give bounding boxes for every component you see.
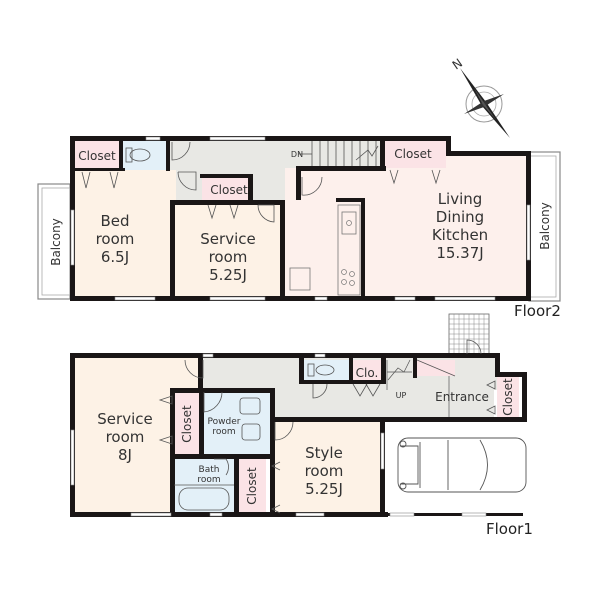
svg-text:room: room — [209, 248, 248, 266]
closet-service-label: Closet — [210, 183, 248, 197]
service-room-1f-label: Service — [97, 410, 152, 428]
svg-text:room: room — [106, 428, 145, 446]
style-room-label: Style — [305, 444, 343, 462]
floor1-label: Floor1 — [486, 520, 533, 538]
powder-room-label: Powder — [208, 417, 241, 427]
balcony-right-label: Balcony — [538, 202, 552, 250]
floor2-plan: Closet Closet Closet DN Bed room 6.5J Se… — [37, 136, 561, 320]
entrance-label: Entrance — [435, 390, 489, 404]
sink-1f-icon — [239, 397, 261, 415]
closet-stairs-label: Closet — [394, 147, 432, 161]
svg-text:room: room — [197, 475, 220, 485]
bath-room-fill — [174, 458, 236, 514]
bedroom-label: Bed — [100, 212, 129, 230]
floor2-label: Floor2 — [514, 302, 561, 320]
service-room-2f-label: Service — [200, 230, 255, 248]
floor1-plan: Service room 8J Closet Powder room Bath … — [70, 313, 533, 538]
svg-text:room: room — [212, 427, 235, 437]
closet-left-fill — [74, 140, 122, 170]
toilet-icon — [125, 147, 151, 163]
ldk-label: Living — [438, 190, 483, 208]
bath-room-label: Bath — [199, 465, 220, 475]
porch — [448, 313, 490, 355]
powder-room-fill — [204, 392, 270, 456]
svg-text:room: room — [96, 230, 135, 248]
service-room-2f-size: 5.25J — [209, 266, 247, 284]
stairs-dn-label: DN — [291, 150, 303, 159]
compass-icon: N — [450, 56, 510, 138]
ldk-fill — [285, 168, 527, 296]
car-icon — [397, 437, 527, 493]
svg-text:Dining: Dining — [436, 208, 484, 226]
closet-entrance-label: Closet — [501, 378, 515, 416]
stairs-up-label: UP — [396, 391, 407, 400]
ldk-size: 15.37J — [436, 244, 483, 262]
bedroom-size: 6.5J — [101, 248, 129, 266]
sink-icon — [341, 211, 357, 235]
balcony-left-label: Balcony — [49, 218, 63, 266]
toilet-1f-icon — [307, 363, 315, 377]
balcony-left — [37, 183, 71, 300]
fridge-icon — [289, 267, 311, 291]
service-room-1f-size: 8J — [118, 446, 132, 464]
clo-label: Clo. — [356, 366, 379, 380]
compass-north-label: N — [450, 56, 465, 73]
service-room-fill — [176, 205, 281, 296]
toilet-fill — [122, 140, 168, 170]
closet-left-label: Closet — [78, 149, 116, 163]
style-room-size: 5.25J — [305, 480, 343, 498]
closet-service-1f-label: Closet — [180, 405, 194, 443]
closet-bath-label: Closet — [245, 467, 259, 505]
stove-icon — [341, 269, 355, 286]
balcony-right — [528, 151, 561, 302]
bathtub-icon — [178, 487, 230, 511]
svg-text:Kitchen: Kitchen — [432, 226, 488, 244]
bedroom-fill — [74, 170, 176, 296]
svg-text:room: room — [305, 462, 344, 480]
